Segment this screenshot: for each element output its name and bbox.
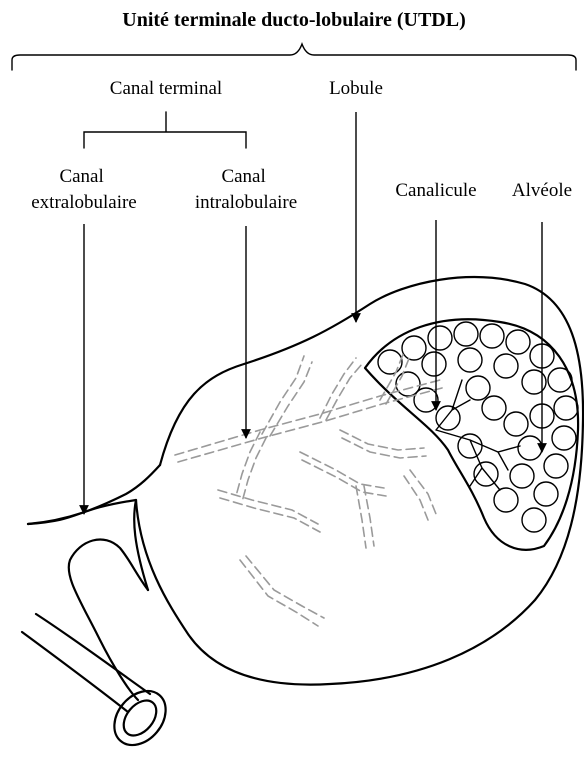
cut-tube-opening-outer bbox=[104, 681, 176, 755]
canal-extralobulaire-label: Canal extralobulaire bbox=[31, 166, 137, 213]
lobule-outline bbox=[28, 277, 583, 684]
canal-terminal-label: Canal terminal bbox=[110, 78, 222, 99]
diagram-title: Unité terminale ducto-lobulaire (UTDL) bbox=[122, 9, 466, 31]
intralobular-ducts bbox=[175, 352, 442, 626]
alveoli-cluster bbox=[378, 322, 578, 532]
canal-extralobulaire-line2: extralobulaire bbox=[31, 192, 137, 213]
canal-intralobulaire-line2: intralobulaire bbox=[195, 192, 297, 213]
canalicule-label: Canalicule bbox=[395, 180, 476, 201]
canalicule-branches bbox=[436, 380, 520, 490]
duct-upper-wall bbox=[28, 465, 160, 524]
canal-terminal-brace bbox=[84, 112, 246, 148]
canal-intralobulaire-label: Canal intralobulaire bbox=[195, 166, 297, 213]
utdl-brace bbox=[12, 44, 576, 70]
canal-extralobulaire-line1: Canal bbox=[59, 166, 103, 187]
alveole-label: Alvéole bbox=[512, 180, 572, 201]
lobule-label: Lobule bbox=[329, 78, 383, 99]
canal-intralobulaire-line1: Canal bbox=[221, 166, 265, 187]
